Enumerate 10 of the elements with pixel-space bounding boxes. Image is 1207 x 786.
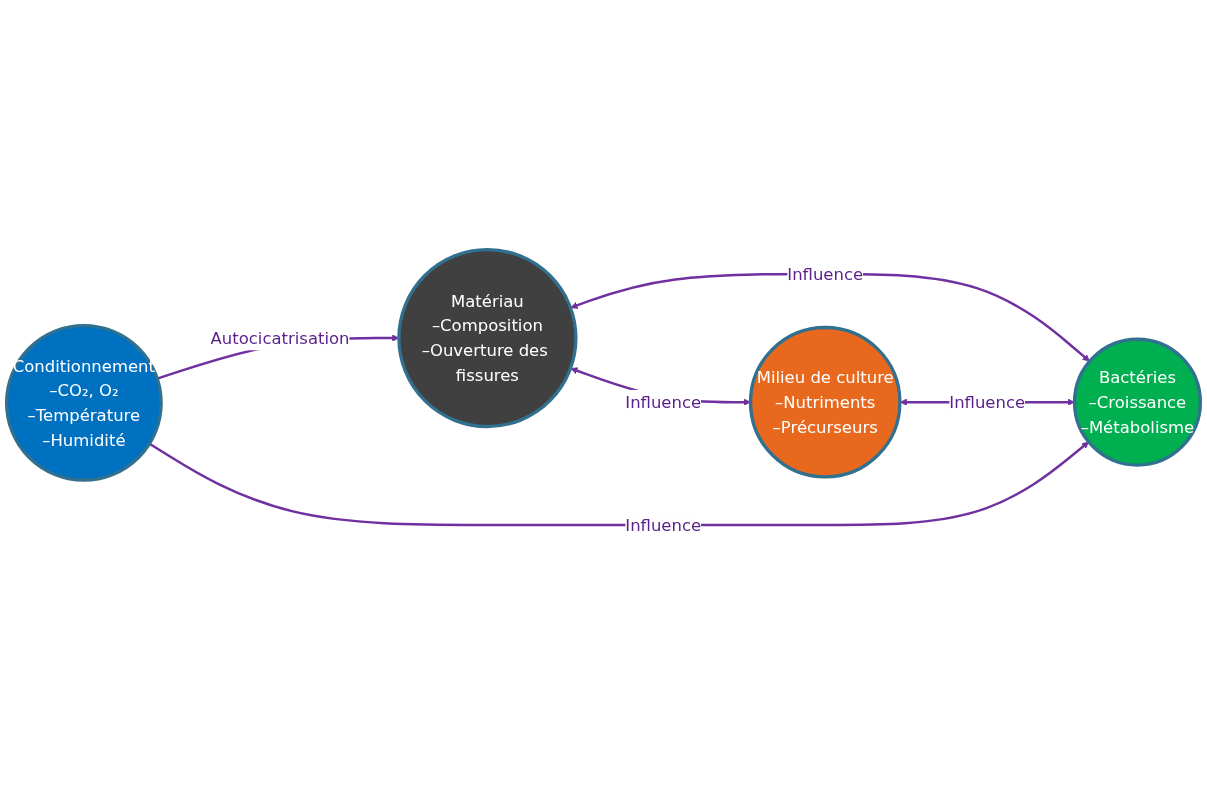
node-circle: Matériau –Composition –Ouverture des fissures	[397, 247, 578, 428]
node-circle: Bactéries –Croissance –Métabolisme	[1072, 337, 1203, 467]
node-circle: Conditionnement –CO₂, O₂ –Température –Humidité	[4, 323, 163, 482]
edge-label: Influence	[787, 263, 864, 284]
arrow	[148, 441, 1090, 526]
edge-label: Influence	[949, 391, 1026, 412]
edge-label: Influence	[625, 391, 702, 412]
edge-label: Influence	[625, 514, 702, 535]
edge-label: Autocicatrisation	[210, 327, 350, 348]
node-circle: Milieu de culture –Nutriments –Précurseurs	[748, 325, 902, 479]
